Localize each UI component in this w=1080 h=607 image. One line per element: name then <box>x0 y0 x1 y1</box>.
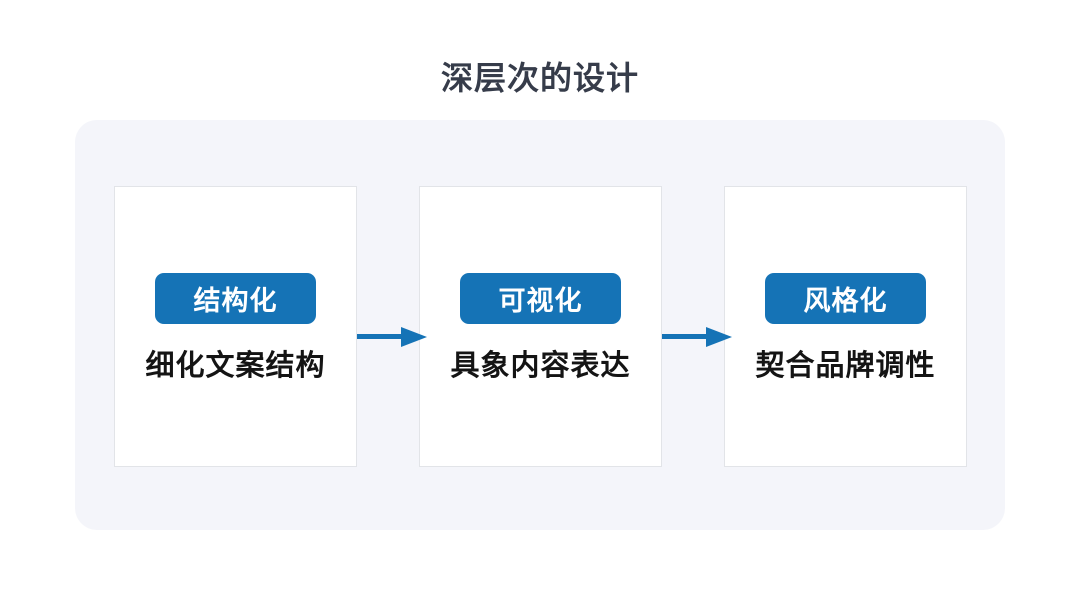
step-card-1[interactable]: 结构化 细化文案结构 <box>114 186 357 467</box>
step-caption-1: 细化文案结构 <box>145 350 326 382</box>
page-title: 深层次的设计 <box>440 60 639 96</box>
step-caption-2: 具象内容表达 <box>450 350 631 382</box>
step-caption-3: 契合品牌调性 <box>755 350 936 382</box>
step-badge-2: 可视化 <box>460 273 621 324</box>
step-badge-1: 结构化 <box>155 273 316 324</box>
step-card-2[interactable]: 可视化 具象内容表达 <box>419 186 662 467</box>
step-card-3[interactable]: 风格化 契合品牌调性 <box>724 186 967 467</box>
step-badge-3: 风格化 <box>765 273 926 324</box>
steps-row: 结构化 细化文案结构 可视化 具象内容表达 风格化 契合品牌调性 <box>114 186 967 467</box>
